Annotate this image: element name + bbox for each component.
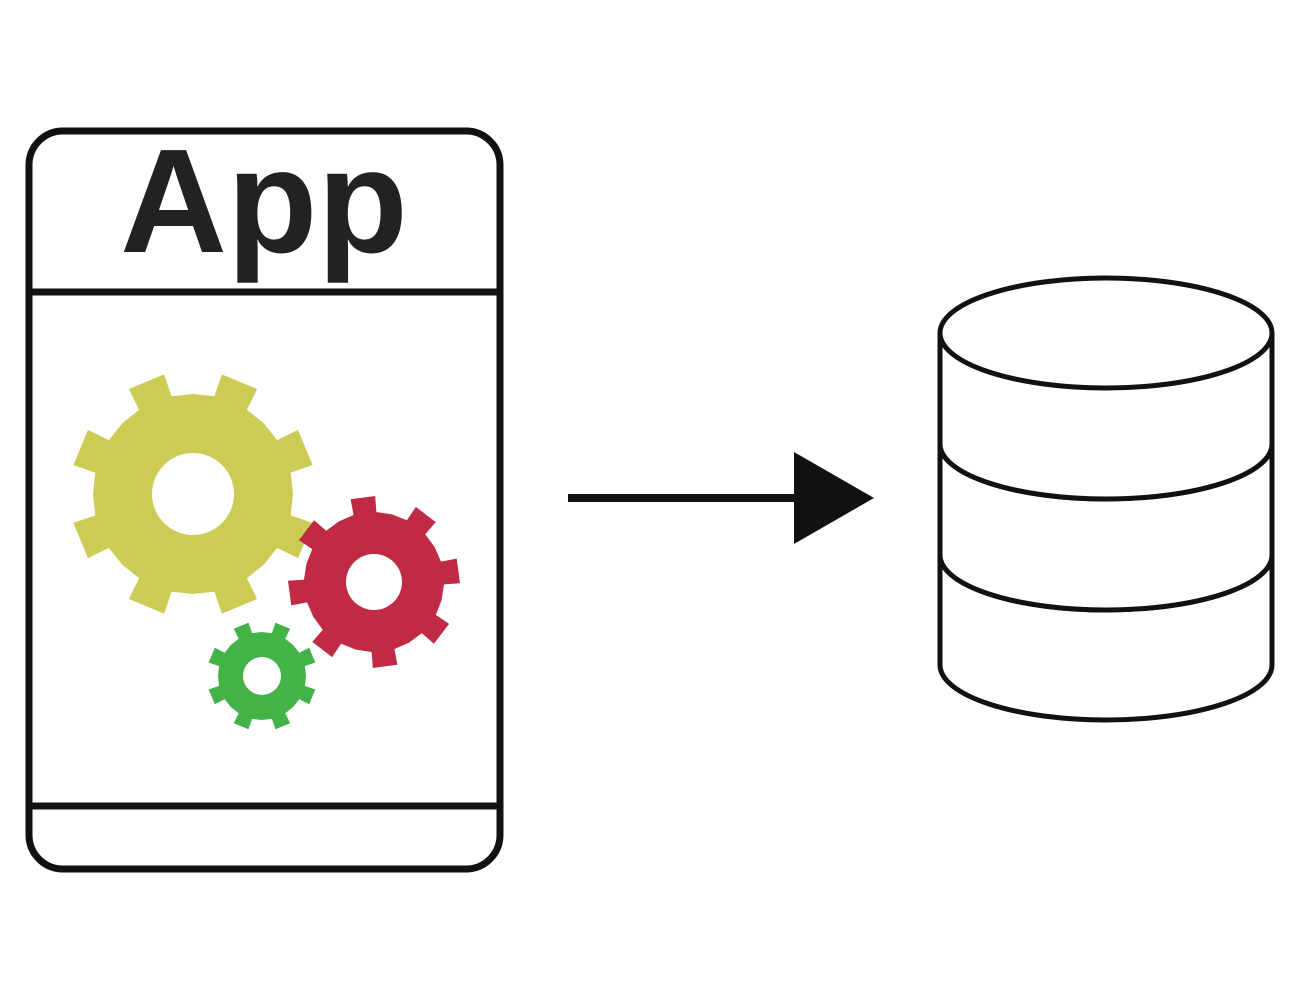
app-title: App xyxy=(120,119,408,284)
gear-large-hole xyxy=(152,453,234,535)
arrow-right-icon xyxy=(568,452,874,544)
gear-medium-icon xyxy=(288,496,460,668)
gear-large-icon xyxy=(73,374,313,614)
database-icon xyxy=(937,275,1275,723)
gear-small-icon xyxy=(208,622,316,730)
gears-icon xyxy=(73,374,460,730)
gear-small-hole xyxy=(243,657,281,695)
arrow-head xyxy=(794,452,874,544)
gear-medium-hole xyxy=(346,554,402,610)
database-lid xyxy=(937,275,1275,391)
